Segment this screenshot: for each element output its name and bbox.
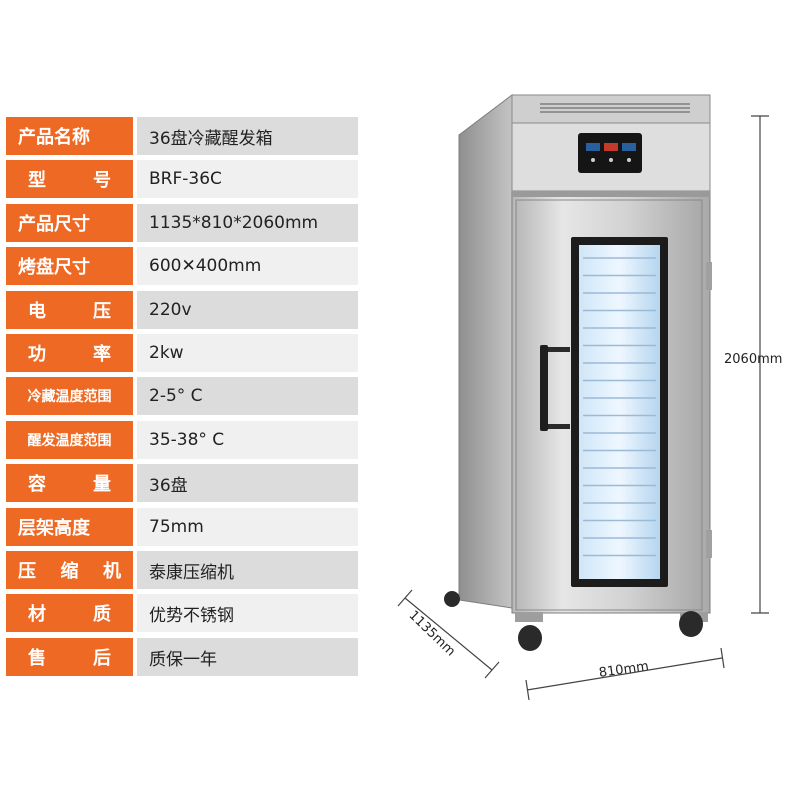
spec-value: 优势不锈钢 [137,594,358,632]
door-handle [540,345,548,431]
spec-value: 质保一年 [137,638,358,676]
spec-label: 醒发温度范围 [6,421,133,459]
proofer-cabinet-image [397,93,769,701]
height-dimension-label: 2060mm [724,352,783,367]
spec-value: 36盘冷藏醒发箱 [137,117,358,155]
product-illustration: 2060mm 810mm 1135mm [380,80,800,720]
caster-wheels [444,591,708,651]
spec-label: 压缩机 [6,551,133,589]
spec-value: 600✕400mm [137,247,358,285]
spec-label: 售后 [6,638,133,676]
spec-value: BRF-36C [137,160,358,198]
spec-label: 型号 [6,160,133,198]
spec-value: 泰康压缩机 [137,551,358,589]
spec-label: 烤盘尺寸 [6,247,133,285]
spec-label: 层架高度 [6,508,133,546]
control-display [578,133,642,173]
spec-value: 35-38° C [137,421,358,459]
spec-value: 2-5° C [137,377,358,415]
spec-label: 产品尺寸 [6,204,133,242]
spec-label: 材质 [6,594,133,632]
spec-row: 售后质保一年 [6,638,358,676]
spec-row: 材质优势不锈钢 [6,594,358,632]
spec-label: 容量 [6,464,133,502]
spec-row: 压缩机泰康压缩机 [6,551,358,589]
spec-value: 75mm [137,508,358,546]
spec-label: 电压 [6,291,133,329]
spec-value: 220v [137,291,358,329]
spec-label: 冷藏温度范围 [6,377,133,415]
spec-value: 1135*810*2060mm [137,204,358,242]
spec-value: 36盘 [137,464,358,502]
spec-value: 2kw [137,334,358,372]
spec-label: 功率 [6,334,133,372]
spec-label: 产品名称 [6,117,133,155]
